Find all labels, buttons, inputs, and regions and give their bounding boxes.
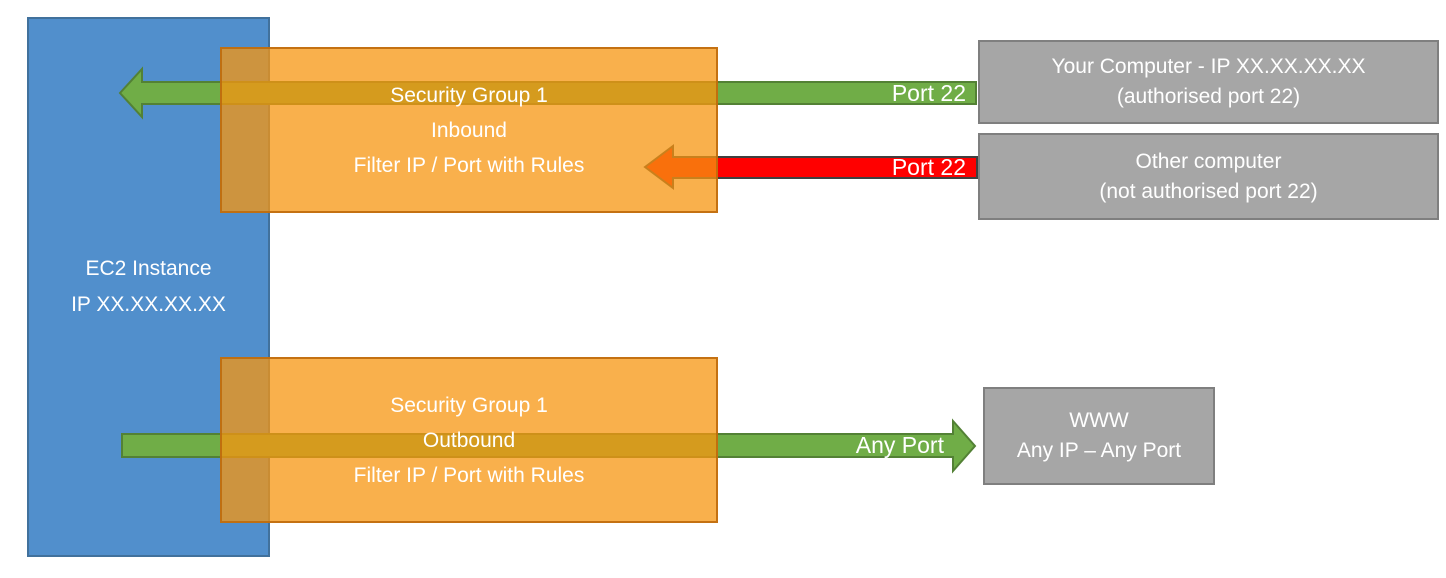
other-computer-title: Other computer	[1135, 149, 1282, 173]
security-group-outbound-title: Security Group 1	[390, 393, 548, 417]
your-computer-subtitle: (authorised port 22)	[1116, 85, 1301, 108]
www-box: WWW Any IP – Any Port	[983, 387, 1215, 485]
security-group-inbound-description: Filter IP / Port with Rules	[353, 153, 585, 177]
security-group-outbound-box: Security Group 1 Outbound Filter IP / Po…	[220, 357, 718, 523]
ec2-instance-ip: IP XX.XX.XX.XX	[71, 293, 226, 316]
other-computer-box: Other computer (not authorised port 22)	[978, 133, 1439, 220]
security-group-inbound-title: Security Group 1	[390, 83, 548, 107]
inbound-allowed-port-label: Port 22	[891, 80, 966, 106]
security-group-inbound-box: Security Group 1 Inbound Filter IP / Por…	[220, 47, 718, 213]
security-group-inbound-direction: Inbound	[431, 118, 507, 142]
www-subtitle: Any IP – Any Port	[1016, 439, 1182, 462]
ec2-instance-name: EC2 Instance	[85, 257, 212, 280]
your-computer-title: Your Computer - IP XX.XX.XX.XX	[1051, 55, 1366, 78]
www-title: WWW	[1069, 409, 1129, 432]
your-computer-box: Your Computer - IP XX.XX.XX.XX (authoris…	[978, 40, 1439, 124]
other-computer-subtitle: (not authorised port 22)	[1099, 179, 1318, 203]
security-group-outbound-description: Filter IP / Port with Rules	[353, 463, 585, 487]
outbound-port-label: Any Port	[855, 432, 944, 458]
security-group-outbound-direction: Outbound	[422, 428, 516, 452]
inbound-blocked-port-label: Port 22	[891, 154, 966, 180]
